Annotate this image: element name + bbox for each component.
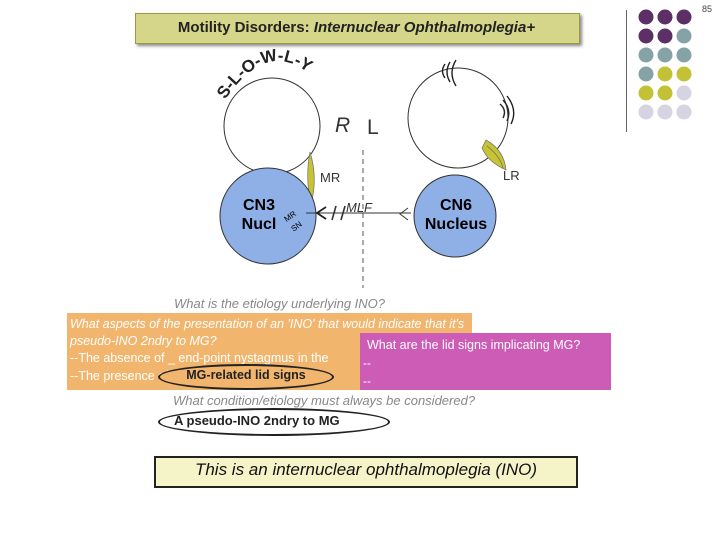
lid-signs-question: What are the lid signs implicating MG? [367,338,581,352]
answer-oval [158,408,390,436]
lid-sign-1: -- [363,356,371,370]
palette-dot [638,66,654,82]
lid-signs-box [360,333,611,390]
left-eye-lr-muscle-top [486,145,504,169]
palette-dot [676,104,692,120]
cn6-line2: Nucleus [424,216,488,233]
movement-arcs-upper [441,59,457,87]
cn6-nucleus-circle [413,174,497,258]
presentation-point-2: --The presence of [70,369,169,383]
palette-dot [676,47,692,63]
palette-dot [657,66,673,82]
palette-dot [638,104,654,120]
label-r: R [335,114,351,137]
palette-dot [676,9,692,25]
conclusion-text: This is an internuclear ophthalmoplegia … [194,460,538,479]
label-mr: MR [320,170,341,185]
palette-dot [657,47,673,63]
cn3-nucleus-circle [219,167,317,265]
title-part2: Internuclear Ophthalmoplegia+ [313,19,536,36]
label-l: L [367,116,379,139]
palette-dot [676,66,692,82]
palette-dot [638,28,654,44]
condition-question: What condition/etiology must always be c… [173,393,476,408]
palette-dot [657,85,673,101]
palette-dot [638,47,654,63]
mg-lid-signs-text: MG-related lid signs [186,368,306,382]
slide-title: Motility Disorders: Internuclear Ophthal… [135,19,578,36]
divider-line [626,10,627,132]
presentation-point-1: --The absence of _ end-point nystagmus i… [70,351,329,365]
palette-dot [638,9,654,25]
palette-dot [657,28,673,44]
palette-dot [657,9,673,25]
movement-arcs-lower [499,95,515,125]
label-mlf: MLF [346,200,372,215]
cn6-line1: CN6 [439,197,472,214]
etiology-question: What is the etiology underlying INO? [174,296,385,311]
mg-lid-signs-oval [158,364,334,390]
label-lr: LR [503,168,520,183]
right-eye [223,77,321,175]
slowly-text: S-L-O-W-L-Y [213,45,317,102]
palette-dot [638,85,654,101]
cn3-nucleus-label: CN3 Nucl [228,196,290,234]
answer-text: A pseudo-INO 2ndry to MG [174,413,340,428]
title-box [135,13,580,44]
mlf-arrow-right [399,207,409,221]
cn3-line2: Nucl [241,216,277,233]
cn6-nucleus-label: CN6 Nucleus [416,196,496,234]
palette-dot [657,104,673,120]
palette-dot [676,85,692,101]
cn3-line1: CN3 [242,197,275,214]
left-eye-lr-muscle [481,139,507,171]
mlf-arrow-left [315,206,327,220]
title-part1: Motility Disorders: [177,19,314,36]
slowly-path: S-L-O-W-L-Y [213,45,317,102]
mlf-lesion-marks [331,205,346,221]
lid-sign-2: -- [363,374,371,388]
conclusion-box [154,456,578,488]
palette-dot [676,28,692,44]
slide-number: 85 [701,4,712,14]
presentation-question: What aspects of the presentation of an '… [70,317,465,348]
